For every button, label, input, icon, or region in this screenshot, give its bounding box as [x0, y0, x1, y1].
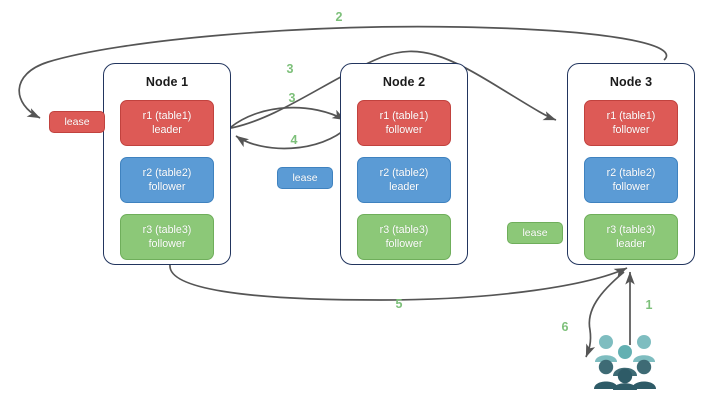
- lease-chip-red[interactable]: lease: [49, 111, 105, 133]
- replica-name: r1 (table1): [379, 110, 429, 122]
- replica-role: follower: [612, 181, 650, 193]
- replica-node-3-r3[interactable]: r3 (table3) leader: [584, 214, 678, 260]
- step-label-3-lower: 3: [288, 91, 296, 105]
- node-box-node-3[interactable]: Node 3 r1 (table1) follower r2 (table2) …: [567, 63, 695, 265]
- node-box-node-2[interactable]: Node 2 r1 (table1) follower r2 (table2) …: [340, 63, 468, 265]
- node-title: Node 1: [145, 75, 189, 89]
- lease-chip-blue[interactable]: lease: [277, 167, 333, 189]
- node-title: Node 2: [382, 75, 426, 89]
- replica-role: follower: [385, 124, 423, 136]
- replica-role: follower: [148, 238, 186, 250]
- replica-name: r3 (table3): [142, 224, 192, 236]
- replica-node-3-r1[interactable]: r1 (table1) follower: [584, 100, 678, 146]
- replica-node-2-r1[interactable]: r1 (table1) follower: [357, 100, 451, 146]
- node-box-node-1[interactable]: Node 1 r1 (table1) leader r2 (table2) fo…: [103, 63, 231, 265]
- step-label-1: 1: [645, 298, 653, 312]
- replica-name: r3 (table3): [379, 224, 429, 236]
- replica-node-2-r3[interactable]: r3 (table3) follower: [357, 214, 451, 260]
- replica-name: r2 (table2): [606, 167, 656, 179]
- replica-role: leader: [152, 124, 182, 136]
- replica-role: follower: [385, 238, 423, 250]
- replica-role: leader: [389, 181, 419, 193]
- replica-node-1-r1[interactable]: r1 (table1) leader: [120, 100, 214, 146]
- users-icon: [594, 335, 656, 390]
- replica-node-1-r3[interactable]: r3 (table3) follower: [120, 214, 214, 260]
- replica-name: r1 (table1): [606, 110, 656, 122]
- replica-name: r2 (table2): [379, 167, 429, 179]
- replica-node-1-r2[interactable]: r2 (table2) follower: [120, 157, 214, 203]
- lease-chip-green[interactable]: lease: [507, 222, 563, 244]
- replica-node-3-r2[interactable]: r2 (table2) follower: [584, 157, 678, 203]
- step-label-6: 6: [561, 320, 569, 334]
- replica-role: follower: [612, 124, 650, 136]
- step-label-4: 4: [290, 133, 298, 147]
- step-label-2: 2: [335, 10, 343, 24]
- arrow-step-3-to-node2: [230, 106, 346, 128]
- step-label-5: 5: [395, 297, 403, 311]
- arrow-step-5: [169, 264, 628, 301]
- step-label-3-upper: 3: [286, 62, 294, 76]
- replica-node-2-r2[interactable]: r2 (table2) leader: [357, 157, 451, 203]
- replica-name: r3 (table3): [606, 224, 656, 236]
- replica-name: r1 (table1): [142, 110, 192, 122]
- replica-name: r2 (table2): [142, 167, 192, 179]
- replica-role: leader: [616, 238, 646, 250]
- node-title: Node 3: [609, 75, 653, 89]
- replica-role: follower: [148, 181, 186, 193]
